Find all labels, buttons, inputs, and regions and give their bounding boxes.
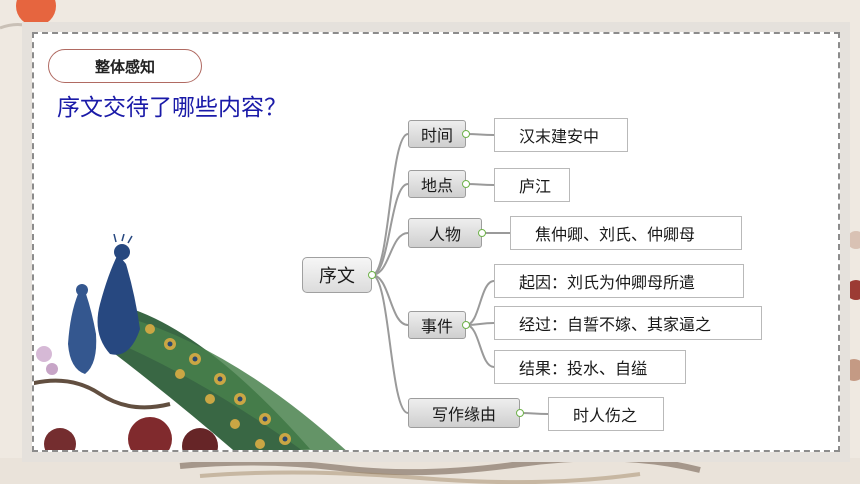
branch-people[interactable]: 人物	[408, 218, 486, 248]
branch-label: 时间	[420, 126, 453, 145]
connector-root-branch-people	[371, 232, 409, 276]
branch-label: 地点	[420, 176, 453, 195]
connector-root-branch-event	[371, 274, 409, 326]
leaf-cause[interactable]: 起因：刘氏为仲卿母所遣	[494, 264, 744, 298]
expand-icon[interactable]	[368, 270, 376, 279]
branch-time[interactable]: 时间	[408, 120, 470, 148]
connector-root-branch-reason	[371, 274, 409, 414]
bottom-decoration	[0, 458, 860, 484]
branch-event[interactable]: 事件	[408, 311, 470, 339]
connector-cause	[465, 280, 495, 326]
leaf-place[interactable]: 庐江	[494, 168, 570, 202]
expand-icon[interactable]	[462, 320, 470, 329]
leaf-process[interactable]: 经过：自誓不嫁、其家逼之	[494, 306, 762, 340]
leaf-result[interactable]: 结果：投水、自缢	[494, 350, 686, 384]
branch-label: 写作缘由	[431, 405, 496, 424]
branch-label: 人物	[428, 225, 461, 244]
connector-result	[465, 324, 495, 368]
mindmap-root[interactable]: 序文	[302, 257, 376, 293]
leaf-text: 结果：投水、自缢	[519, 359, 648, 378]
mindmap-root-label: 序文	[319, 266, 355, 287]
expand-icon[interactable]	[462, 129, 470, 138]
question-title: 序文交待了哪些内容？	[57, 95, 287, 121]
branch-reason[interactable]: 写作缘由	[408, 398, 524, 428]
expand-icon[interactable]	[516, 408, 524, 417]
leaf-reason[interactable]: 时人伤之	[548, 397, 664, 431]
connector-time	[465, 133, 495, 136]
leaf-text: 庐江	[519, 177, 552, 196]
leaf-text: 时人伤之	[573, 406, 638, 425]
connector-place	[465, 183, 495, 186]
connector-root-branch-time	[371, 133, 409, 276]
leaf-text: 汉末建安中	[519, 127, 600, 146]
branch-place[interactable]: 地点	[408, 170, 470, 198]
leaf-text: 焦仲卿、刘氏、仲卿母	[535, 225, 696, 244]
leaf-people[interactable]: 焦仲卿、刘氏、仲卿母	[510, 216, 742, 250]
expand-icon[interactable]	[478, 228, 486, 237]
peacock-illustration	[34, 234, 346, 450]
leaf-text: 起因：刘氏为仲卿母所遣	[519, 273, 696, 292]
connector-reason	[519, 412, 549, 415]
connector-root-branch-place	[371, 183, 409, 276]
section-label: 整体感知	[48, 49, 202, 83]
leaf-text: 经过：自誓不嫁、其家逼之	[519, 315, 712, 334]
expand-icon[interactable]	[462, 179, 470, 188]
leaf-time[interactable]: 汉末建安中	[494, 118, 628, 152]
branch-label: 事件	[420, 317, 453, 336]
